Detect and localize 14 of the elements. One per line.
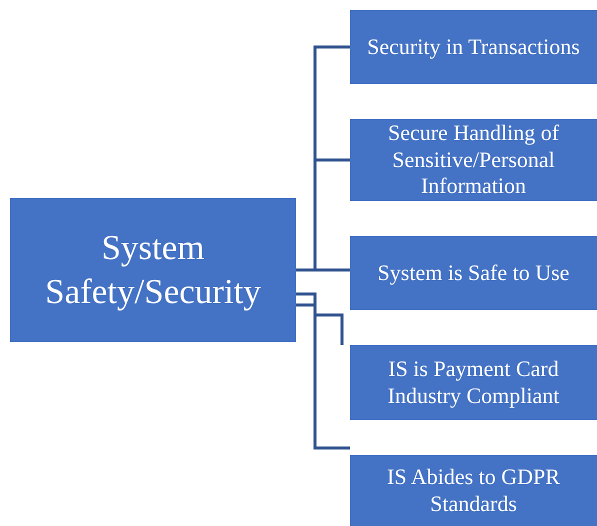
main-topic-box: [10, 198, 296, 342]
subtopic-box: [350, 345, 597, 420]
box-label: System is Safe to Use: [378, 260, 570, 286]
connector-line: [296, 304, 350, 450]
box-label: Security in Transactions: [367, 34, 580, 60]
subtopic-box: [350, 10, 597, 84]
subtopic-box: [350, 236, 597, 310]
connector-line: [296, 292, 344, 345]
subtopic-box: [350, 455, 597, 526]
box-label: IS Abides to GDPR Standards: [386, 464, 561, 517]
box-label: IS is Payment Card Industry Compliant: [386, 356, 560, 409]
subtopic-box: [350, 119, 597, 201]
box-label: System Safety/Security: [44, 227, 262, 313]
box-label: Secure Handling of Sensitive/Personal Information: [386, 120, 560, 200]
